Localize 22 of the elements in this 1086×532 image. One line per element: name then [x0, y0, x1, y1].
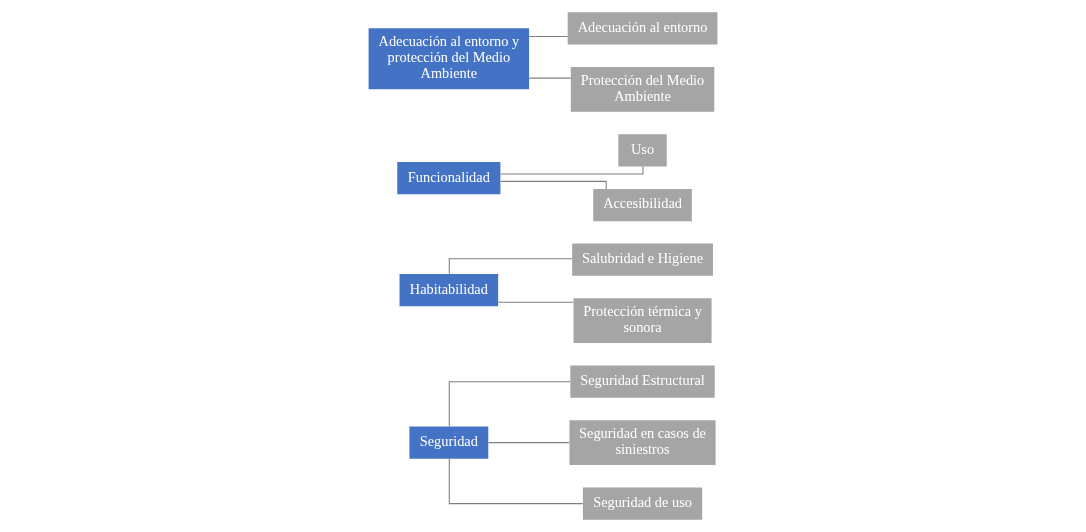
node-box: Salubridad e Higiene — [572, 243, 713, 276]
node-box: Adecuación al entorno y protección del Medio Ambiente — [368, 28, 530, 90]
node-box: Adecuación al entorno — [567, 12, 718, 45]
node-box: Seguridad — [409, 426, 489, 459]
connector — [448, 458, 584, 505]
connector — [448, 258, 573, 275]
connector — [500, 180, 607, 190]
connector — [448, 381, 571, 427]
node-box: Habitabilidad — [399, 274, 499, 307]
node-box: Uso — [618, 134, 667, 167]
connector — [528, 35, 569, 37]
connector — [528, 77, 572, 79]
node-box: Funcionalidad — [397, 162, 501, 195]
node-box: Seguridad de uso — [582, 487, 703, 520]
node-box: Seguridad en casos de siniestros — [569, 420, 716, 466]
connector — [497, 301, 574, 303]
connector — [487, 442, 570, 444]
connector — [500, 165, 644, 175]
node-box: Accesibilidad — [593, 188, 692, 222]
node-box: Protección del Medio Ambiente — [570, 66, 715, 112]
node-box: Seguridad Estructural — [570, 365, 715, 398]
node-box: Protección térmica y sonora — [573, 298, 712, 344]
